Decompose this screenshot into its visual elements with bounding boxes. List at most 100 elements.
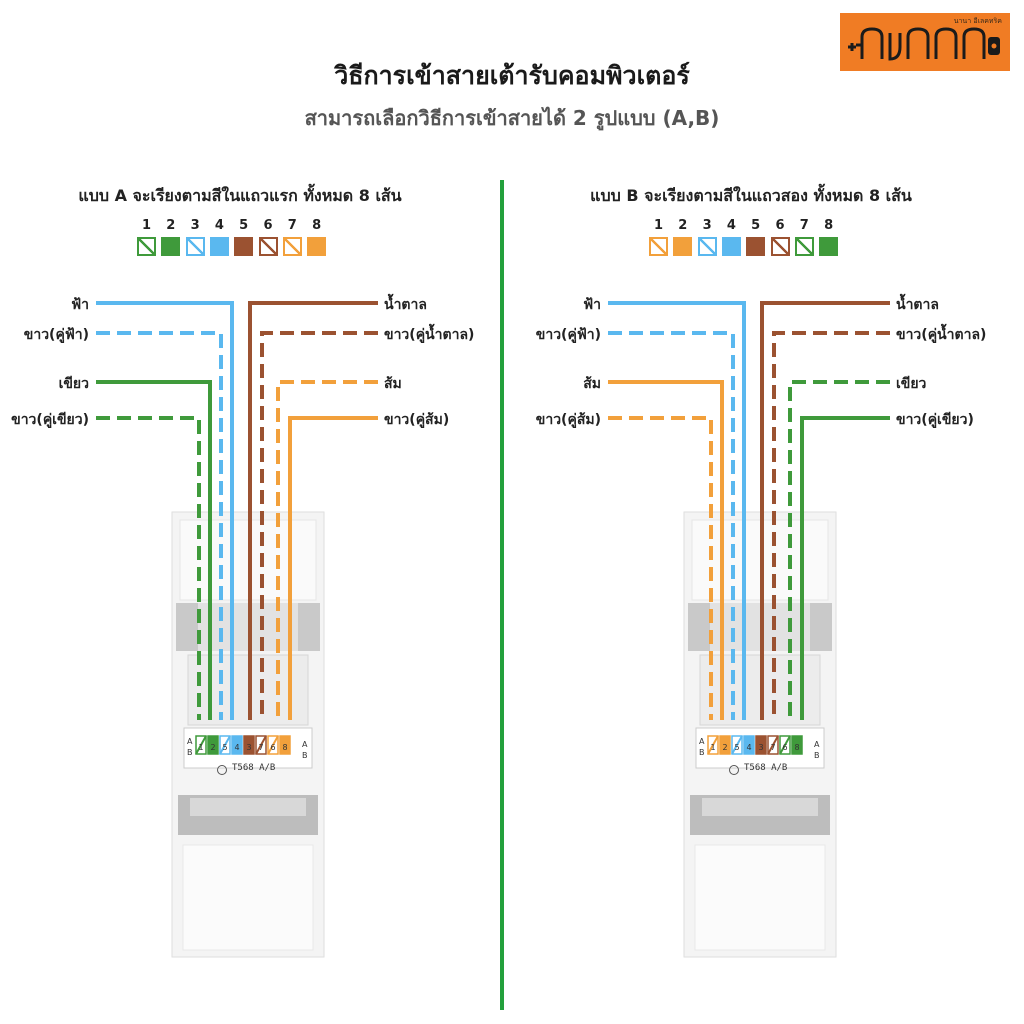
- panel-b-terminal-number: 8: [794, 743, 799, 752]
- panel-b-swatch-number: 1: [653, 218, 664, 233]
- panel-b-swatch-5: 5: [746, 218, 766, 256]
- brand-logo: นานา อีเลคทริค: [840, 13, 1010, 71]
- panel-b-terminal-number: 7: [770, 743, 775, 752]
- panel-b-jack-bottom-clip-inner: [702, 798, 818, 816]
- panel-b-swatch-8: 8: [819, 218, 839, 256]
- panel-b-terminal-2: [719, 735, 731, 755]
- panel-b-heading: แบบ B จะเรียงตามสีในแถวสอง ทั้งหมด 8 เส้…: [590, 186, 912, 205]
- panel-a-terminal-number: 4: [234, 743, 239, 752]
- panel-a-terminal-2: [207, 735, 219, 755]
- panel-a-right-label-4: ขาว(คู่ส้ม): [384, 412, 450, 428]
- panel-b-swatch-4: 4: [721, 218, 741, 256]
- panel-a-swatch-color: [282, 237, 302, 256]
- panel-b-jack-base: [694, 844, 826, 951]
- panel-a-right-label-1: น้ำตาล: [384, 297, 427, 313]
- panel-a-swatch-color: [307, 237, 327, 256]
- panel-b-swatch-color: [673, 237, 693, 256]
- panel-b-swatch-color: [649, 237, 668, 256]
- panel-b-left-label-4: ขาว(คู่ส้ม): [535, 412, 601, 428]
- panel-b-terminal-number: 2: [722, 743, 727, 752]
- panel-b-terminal-stripe-6: [767, 735, 779, 755]
- panel-b-wire-right-2: [772, 331, 890, 720]
- panel-a-terminal-number: 8: [282, 743, 287, 752]
- panel-a-wire-right-2: [260, 331, 378, 720]
- panel-a-swatch-number: 1: [141, 218, 152, 233]
- panel-a-swatch-3: 3: [185, 218, 205, 256]
- panel-b-terminal-number: 6: [782, 743, 787, 752]
- page-title: วิธีการเข้าสายเต้ารับคอมพิวเตอร์: [334, 61, 690, 90]
- panel-b-wire-right-3: [788, 380, 890, 720]
- panel-a-terminal-4: [231, 735, 243, 755]
- panel-b-ce-mark-icon: [729, 765, 739, 775]
- panel-a-left-label-1: ฟ้า: [71, 297, 89, 313]
- panel-a-swatch-4: 4: [209, 218, 229, 256]
- panel-a-terminal-number: 2: [210, 743, 215, 752]
- panel-b-right-label-2: ขาว(คู่น้ำตาล): [896, 327, 987, 343]
- panel-b-swatch-number: 3: [702, 218, 712, 233]
- panel-b-terminal-stripe-1: [707, 735, 719, 755]
- panel-b-swatch-number: 7: [799, 218, 809, 233]
- panel-b-swatch-color: [819, 237, 839, 256]
- panel-b-swatch-6: 6: [770, 218, 790, 256]
- panel-a-swatch-2: 2: [161, 218, 181, 256]
- panel-a-wire-right-1: [248, 301, 378, 720]
- panel-b-terminal-5: [755, 735, 767, 755]
- panel-a-heading: แบบ A จะเรียงตามสีในแถวแรก ทั้งหมด 8 เส้…: [78, 186, 402, 205]
- panel-b-right-label-3: เขียว: [896, 376, 927, 392]
- panel-a-swatch-6: 6: [258, 218, 278, 256]
- panel-a-swatch-color: [161, 237, 181, 256]
- panel-a-terminal-stripe-3: [219, 735, 231, 755]
- logo-subtext: นานา อีเลคทริค: [953, 17, 1002, 25]
- panel-a-wire-left-1: [96, 301, 234, 720]
- panel-a-swatch-7: 7: [282, 218, 302, 256]
- panel-a-terminal-number: 6: [270, 743, 275, 752]
- panel-a-swatch-number: 8: [312, 218, 322, 233]
- panel-b-wire-left-4: [608, 416, 713, 720]
- panel-a-swatch-number: 2: [166, 218, 176, 233]
- panel-a-jack-base: [182, 844, 314, 951]
- panel-a-wire-left-2: [96, 331, 223, 720]
- panel-b-swatch-color: [770, 237, 790, 256]
- panel-a-swatch-8: 8: [307, 218, 327, 256]
- panel-type-a: แบบ A จะเรียงตามสีในแถวแรก ทั้งหมด 8 เส้…: [0, 0, 500, 1024]
- panel-a-left-label-3: เขียว: [58, 376, 89, 392]
- plug-logo-icon: [848, 27, 1000, 61]
- panel-b-swatch-color: [721, 237, 741, 256]
- panel-a-swatch-number: 5: [239, 218, 249, 233]
- panel-a-swatch-number: 3: [190, 218, 200, 233]
- panel-a-jack-standard-label: T568 A/B: [232, 763, 276, 773]
- panel-b-terminal-number: 4: [746, 743, 751, 752]
- panel-b-wire-right-4: [800, 416, 890, 720]
- panel-a-jack-bottom-clip-inner: [190, 798, 306, 816]
- panel-b-left-label-3: ส้ม: [583, 376, 601, 392]
- panel-a-right-label-2: ขาว(คู่น้ำตาล): [384, 327, 475, 343]
- panel-a-left-label-4: ขาว(คู่เขียว): [11, 412, 89, 428]
- panel-b-wire-left-1: [608, 301, 746, 720]
- panel-b-swatch-color: [746, 237, 766, 256]
- panel-a-left-label-2: ขาว(คู่ฟ้า): [23, 327, 89, 343]
- panel-b-terminal-stripe-3: [731, 735, 743, 755]
- panel-b-terminal-8: [791, 735, 803, 755]
- panel-a-terminal-number: 5: [222, 743, 227, 752]
- panel-a-terminal-stripe-6: [255, 735, 267, 755]
- panel-b-terminal-number: 3: [758, 743, 763, 752]
- panel-b-swatch-7: 7: [794, 218, 814, 256]
- page-subtitle: สามารถเลือกวิธีการเข้าสายได้ 2 รูปแบบ (A…: [304, 106, 720, 130]
- panel-b-swatch-number: 2: [678, 218, 688, 233]
- panel-a-wire-left-4: [96, 416, 201, 720]
- panel-a-terminal-number: 1: [198, 743, 203, 752]
- panel-a-swatch-number: 6: [263, 218, 273, 233]
- panel-a-swatch-number: 4: [214, 218, 224, 233]
- panel-b-wire-right-1: [760, 301, 890, 720]
- panel-a-swatch-color: [258, 237, 278, 256]
- panel-a-swatch-color: [209, 237, 229, 256]
- panel-b-right-label-4: ขาว(คู่เขียว): [896, 412, 974, 428]
- panel-a-terminal-stripe-1: [195, 735, 207, 755]
- panel-b-terminal-number: 1: [710, 743, 715, 752]
- panel-b-terminal-stripe-7: [779, 735, 791, 755]
- center-divider: [500, 180, 504, 1010]
